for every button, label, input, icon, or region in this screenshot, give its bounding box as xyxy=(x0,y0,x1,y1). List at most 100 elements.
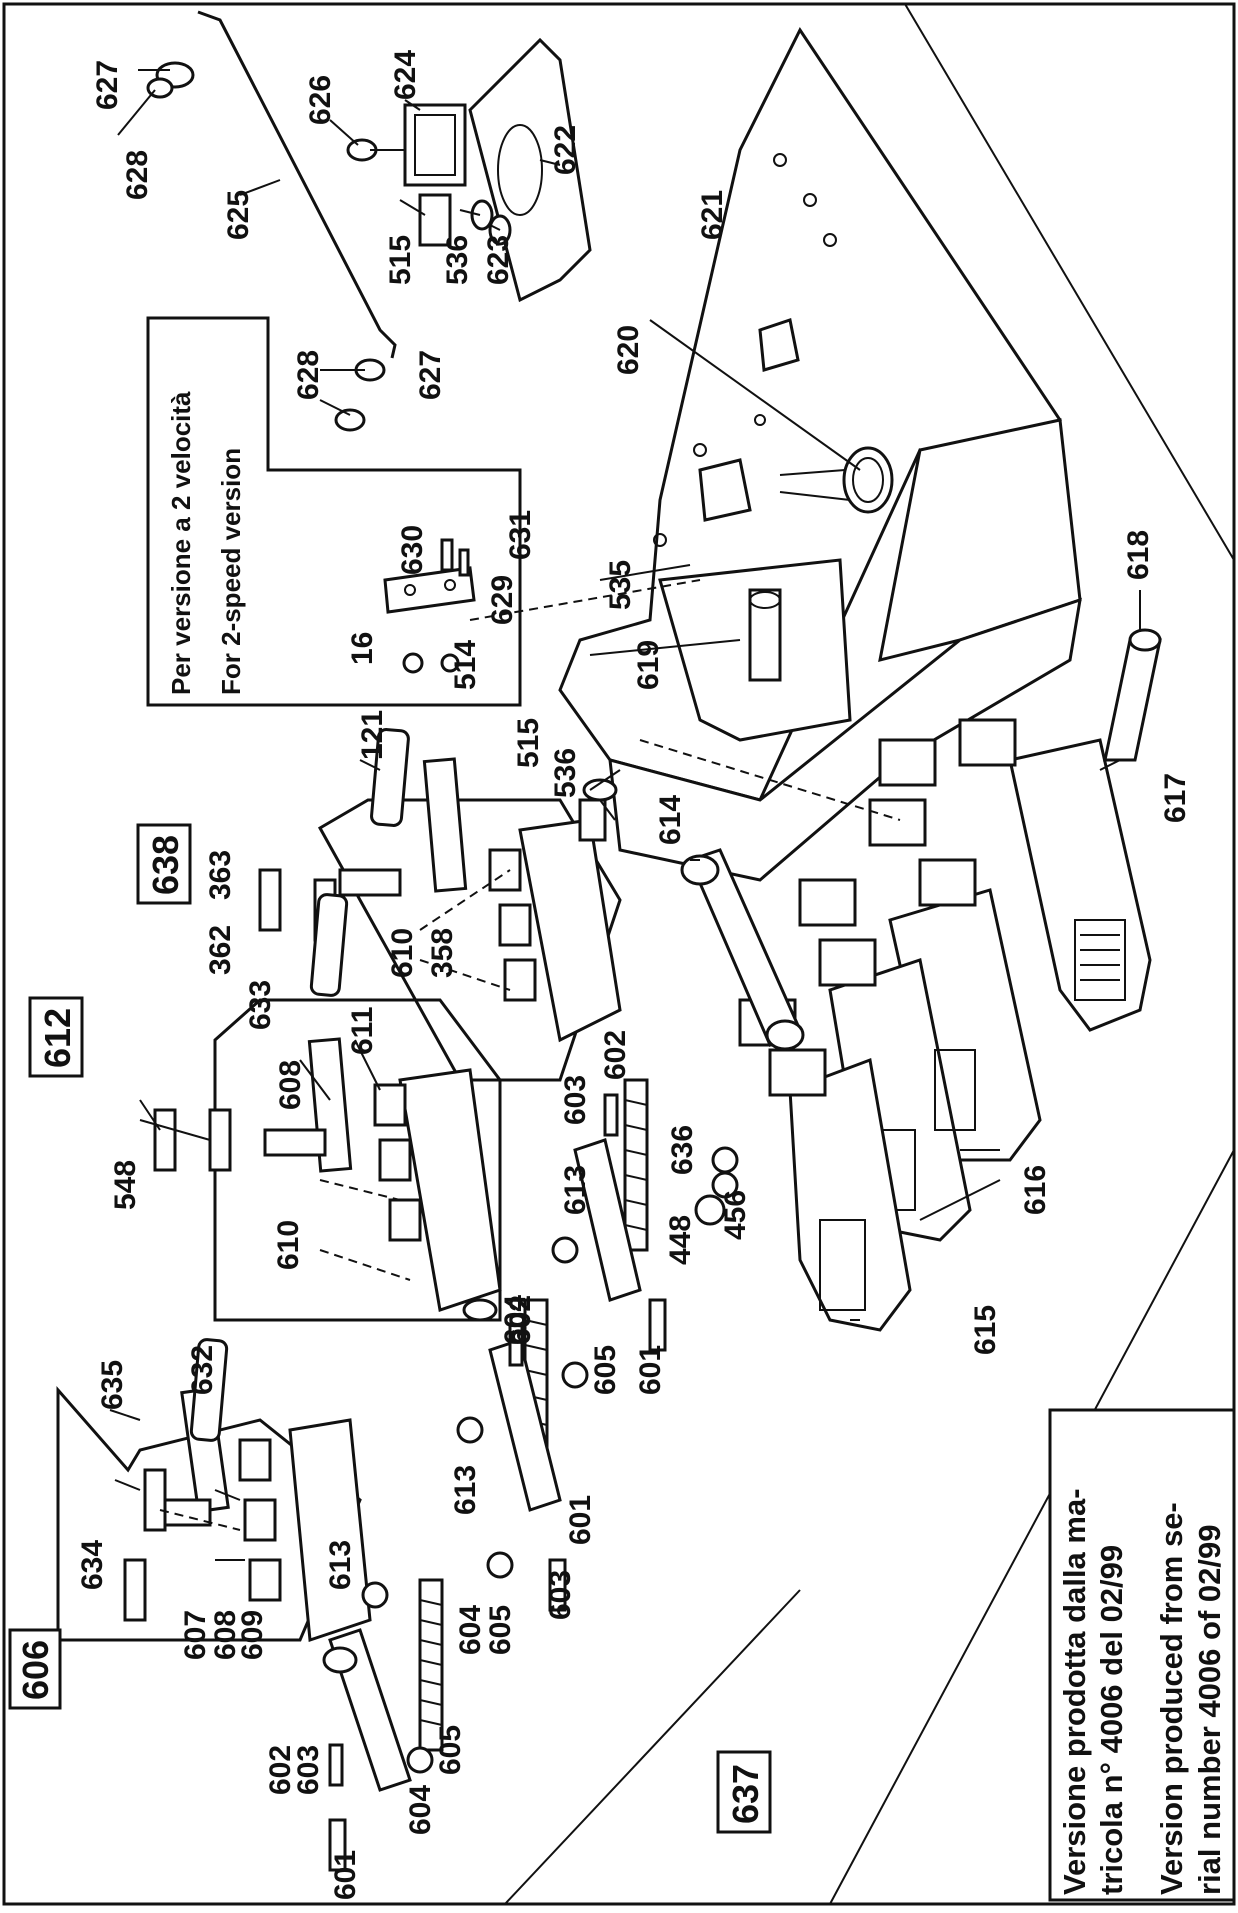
label-606: 606 xyxy=(15,1640,56,1700)
label-548: 548 xyxy=(109,1160,142,1210)
nut-613-left xyxy=(361,1581,389,1609)
label-613-left: 613 xyxy=(324,1540,357,1590)
two-speed-note-it: Per versione a 2 velocità xyxy=(166,391,196,695)
label-627-top: 627 xyxy=(91,60,124,110)
label-456: 456 xyxy=(719,1190,752,1240)
dash-638-c xyxy=(639,739,901,821)
label-602-right: 602 xyxy=(599,1030,632,1080)
dash-2speed xyxy=(469,579,701,621)
dash-612-b xyxy=(319,1249,411,1281)
spring-605-right xyxy=(623,1078,649,1252)
nut-636 xyxy=(711,1146,739,1174)
screw-626 xyxy=(346,138,405,162)
label-635: 635 xyxy=(96,1360,129,1410)
plate-bracket-b xyxy=(758,318,800,372)
valve-block-638 xyxy=(258,757,622,1043)
label-622: 622 xyxy=(549,125,582,175)
label-620: 620 xyxy=(612,325,645,375)
label-605-left2: 605 xyxy=(484,1605,517,1655)
valve-block-606 xyxy=(123,1386,372,1643)
version-note-en-2: rial number 4006 of 02/99 xyxy=(1192,1525,1227,1895)
label-612: 612 xyxy=(37,1008,78,1068)
spring-605-left xyxy=(418,1578,444,1752)
label-604-left: 604 xyxy=(404,1785,437,1835)
label-613-mid: 613 xyxy=(449,1465,482,1515)
nut-448 xyxy=(694,1194,726,1226)
label-632: 632 xyxy=(186,1345,219,1395)
label-610-mid: 610 xyxy=(386,928,419,978)
tube-633 xyxy=(309,893,349,997)
nut-604-right xyxy=(561,1361,589,1389)
tube-121 xyxy=(370,728,410,827)
washer-456 xyxy=(711,1171,739,1199)
label-362: 362 xyxy=(204,925,237,975)
label-636: 636 xyxy=(666,1125,699,1175)
label-121: 121 xyxy=(356,710,389,760)
bolt-602-right xyxy=(603,1093,619,1137)
label-608-mid: 608 xyxy=(274,1060,307,1110)
label-626: 626 xyxy=(304,75,337,125)
label-624: 624 xyxy=(389,50,422,100)
box-label-606: 606 xyxy=(8,1628,62,1710)
pedal-615 xyxy=(788,1057,912,1332)
nut-604-left xyxy=(406,1746,434,1774)
label-608-left: 608 xyxy=(209,1610,242,1660)
label-638: 638 xyxy=(145,835,186,895)
label-536-top: 536 xyxy=(441,235,474,285)
version-note: Versione prodotta dalla ma- tricola n° 4… xyxy=(1048,1408,1236,1902)
label-603-left: 603 xyxy=(292,1745,325,1795)
tube-632 xyxy=(189,1338,229,1442)
plate-629 xyxy=(383,566,476,614)
label-630: 630 xyxy=(396,525,429,575)
dash-606 xyxy=(159,1509,241,1531)
corner-diagonal-top xyxy=(904,3,1235,561)
pedal-617 xyxy=(1008,738,1152,1032)
label-631: 631 xyxy=(504,510,537,560)
label-611: 611 xyxy=(346,1007,379,1055)
label-621: 621 xyxy=(696,190,729,240)
label-629: 629 xyxy=(486,575,519,625)
label-617: 617 xyxy=(1159,773,1192,823)
shaft-618 xyxy=(1103,628,1162,762)
label-602-left: 602 xyxy=(264,1745,297,1795)
label-615: 615 xyxy=(969,1305,1002,1355)
corner-diagonal-bottom xyxy=(829,1149,1235,1905)
label-363: 363 xyxy=(204,850,237,900)
switch-624 xyxy=(403,103,467,187)
bolt-602-left xyxy=(328,1743,344,1787)
label-609: 609 xyxy=(236,1610,269,1660)
arm-603-right xyxy=(573,1138,642,1302)
washer-536-top xyxy=(470,199,494,231)
label-601-right: 601 xyxy=(634,1345,667,1395)
label-448: 448 xyxy=(664,1215,697,1265)
label-536-mid: 536 xyxy=(549,748,582,798)
nut-604-mid xyxy=(486,1551,514,1579)
valve-block-612 xyxy=(153,1037,502,1322)
label-602-mid: 602 xyxy=(504,1295,537,1345)
nut-514 xyxy=(440,653,460,673)
two-speed-box xyxy=(146,316,522,707)
label-604-mid: 604 xyxy=(499,1295,532,1345)
label-619: 619 xyxy=(632,640,665,690)
corner-diagonal-left xyxy=(504,1589,801,1905)
label-605-left: 605 xyxy=(434,1725,467,1775)
label-614: 614 xyxy=(654,795,687,845)
arm-603-mid xyxy=(488,1338,562,1512)
label-623: 623 xyxy=(482,235,515,285)
label-515-top: 515 xyxy=(384,235,417,285)
rod-625 xyxy=(197,10,397,359)
nut-613-right xyxy=(551,1236,579,1264)
lever-614 xyxy=(680,848,805,1051)
label-634: 634 xyxy=(76,1540,109,1590)
version-note-en-1: Version produced from se- xyxy=(1154,1502,1189,1895)
label-628-top: 628 xyxy=(121,150,154,200)
label-633: 633 xyxy=(244,980,277,1030)
box-612 xyxy=(213,998,502,1322)
part-labels: 627 628 626 624 622 625 621 515 536 623 … xyxy=(8,50,1192,1900)
label-514: 514 xyxy=(449,640,482,690)
label-358: 358 xyxy=(426,928,459,978)
label-618: 618 xyxy=(1122,530,1155,580)
